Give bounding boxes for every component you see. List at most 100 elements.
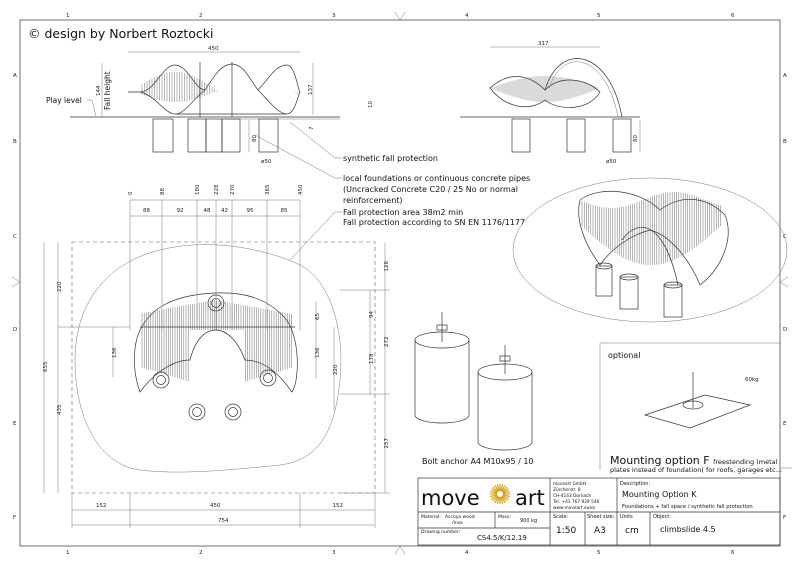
- copyright-text: © design by Norbert Roztocki: [28, 26, 213, 41]
- grid-row-b: B: [13, 139, 17, 145]
- note-fall-area-2: Fall protection according to SN EN 1176/…: [343, 218, 525, 227]
- bottom-segment-label: 450: [210, 503, 221, 509]
- isometric-view: [512, 177, 788, 323]
- side-foundation-diameter: ø50: [261, 159, 272, 165]
- front-elevation-view: 317 80 ø50: [460, 41, 641, 165]
- top-tick-label: 270: [230, 184, 236, 195]
- bolt-anchor-label: Bolt anchor A4 M10x95 / 10: [422, 457, 534, 466]
- front-width-dim: 317: [538, 41, 549, 47]
- top-tick-label: 180: [195, 184, 201, 195]
- logo-spiral-icon: [490, 484, 510, 504]
- company-info-line: www.moveart.swiss: [553, 505, 596, 511]
- note-foundations-3: reinforcement): [343, 196, 403, 205]
- side-height-dim: 137: [308, 84, 314, 95]
- note-synthetic: synthetic fall protection: [343, 154, 438, 163]
- grid-row-e: E: [13, 421, 17, 427]
- grid-col-1: 1: [66, 13, 70, 19]
- optional-mounting-box: optional 60kg Mounting option F freesten…: [599, 342, 792, 474]
- object-label: Object:: [653, 514, 671, 520]
- mass-label: Mass:: [498, 514, 511, 520]
- note-foundations-2: (Uncracked Concrete C20 / 25 No or norma…: [343, 185, 518, 194]
- plan-view: 0 88 180 228 270 365 450 88 92 48 42 95 85 152 450 152 7…: [43, 184, 390, 528]
- company-info-line: Tel. +41 767 929 546: [552, 499, 599, 505]
- left-part-label: 220: [57, 281, 63, 292]
- notes: synthetic fall protection local foundati…: [254, 121, 530, 261]
- bottom-segment-label: 152: [333, 503, 344, 509]
- units-label: Units: [620, 514, 633, 520]
- right-small-label: 65: [315, 313, 321, 320]
- grid-col-1-bottom: 1: [66, 550, 70, 556]
- side-elevation-view: 450 144 Fall height 137 10 7 80 ø50 Play…: [46, 46, 374, 165]
- drawing-number-label: Drawing number:: [421, 529, 460, 535]
- top-tick-label: 228: [214, 184, 220, 195]
- scale-label: Scale:: [553, 514, 568, 520]
- drawing-number: CS4.5/K/12.19: [477, 534, 527, 542]
- logo-move: move: [421, 486, 480, 510]
- bottom-segment-label: 152: [96, 503, 107, 509]
- optional-label: optional: [608, 351, 640, 360]
- grid-col-2: 2: [199, 13, 203, 19]
- side-ground-dim: 7: [309, 126, 315, 130]
- top-tick-label: 0: [128, 191, 134, 195]
- fall-height-label: Fall height: [103, 71, 112, 110]
- top-tick-label: 88: [160, 188, 166, 195]
- side-fall-height-dim: 144: [96, 85, 102, 96]
- top-tick-label: 450: [298, 184, 304, 195]
- grid-col-6: 6: [731, 13, 735, 19]
- sheet-size-value: A3: [594, 526, 606, 536]
- right-outer-label: 257: [384, 438, 390, 449]
- post-foundation: [259, 369, 277, 387]
- optional-weight: 60kg: [745, 377, 759, 383]
- left-total-label: 655: [43, 361, 49, 372]
- right-mid-label: 94: [369, 311, 375, 318]
- bolt-anchor-detail: Bolt anchor A4 M10x95 / 10: [414, 312, 534, 466]
- grid-col-6-bottom: 6: [731, 550, 735, 556]
- right-inner-label: 220: [333, 364, 339, 375]
- grid-row-c: C: [13, 234, 17, 240]
- post-foundation: [152, 371, 170, 389]
- top-segment-label: 48: [204, 208, 211, 214]
- total-width-label: 754: [218, 518, 229, 524]
- top-segment-label: 85: [281, 208, 288, 214]
- company-info-line: moveart GmbH: [553, 481, 586, 487]
- description-title: Mounting Option K: [622, 490, 697, 499]
- right-outer-label: 272: [384, 337, 390, 348]
- right-outer-label: 126: [384, 261, 390, 272]
- optional-desc: plates instead of foundation( for roofs,…: [610, 466, 782, 474]
- top-segment-label: 92: [177, 208, 184, 214]
- side-foundation-depth: 80: [252, 135, 258, 142]
- front-foundation-depth: 80: [633, 135, 639, 142]
- material-value-2: /Inox: [452, 520, 463, 526]
- scale-value: 1:50: [556, 526, 576, 536]
- top-segment-label: 42: [221, 208, 228, 214]
- units-value: cm: [625, 526, 639, 536]
- grid-col-4-bottom: 4: [465, 550, 469, 556]
- grid-col-5: 5: [597, 13, 601, 19]
- object-value: climbslide 4.5: [660, 525, 716, 534]
- material-value: Accoya wood: [445, 514, 475, 520]
- top-segment-label: 88: [143, 208, 150, 214]
- top-segment-label: 95: [247, 208, 254, 214]
- grid-col-3: 3: [332, 13, 336, 19]
- grid-row-a: A: [13, 73, 17, 79]
- side-width-dim: 450: [208, 46, 219, 52]
- note-foundations-1: local foundations or continuous concrete…: [343, 174, 530, 183]
- right-mid-label: 178: [369, 353, 375, 364]
- material-label: Material:: [421, 514, 441, 520]
- grid-row-a-right: A: [783, 73, 787, 79]
- company-info-line: CH-4143 Dornach: [553, 493, 591, 499]
- play-level-label: Play level: [46, 96, 82, 105]
- top-tick-label: 365: [265, 184, 271, 195]
- side-gap-dim: 10: [368, 101, 374, 108]
- grid-row-f-right: F: [783, 515, 786, 521]
- grid-col-2-bottom: 2: [199, 550, 203, 556]
- description-sub: Foundations + fall space / synthetic fal…: [622, 504, 753, 510]
- grid-col-3-bottom: 3: [332, 550, 336, 556]
- left-part-label: 435: [57, 404, 63, 415]
- note-fall-area-1: Fall protection area 38m2 min: [343, 208, 463, 217]
- post-foundation: [188, 403, 206, 421]
- grid-col-4: 4: [465, 13, 469, 19]
- sheet-size-label: Sheet size:: [587, 514, 615, 520]
- optional-title: Mounting option F freestending (metal: [610, 454, 778, 467]
